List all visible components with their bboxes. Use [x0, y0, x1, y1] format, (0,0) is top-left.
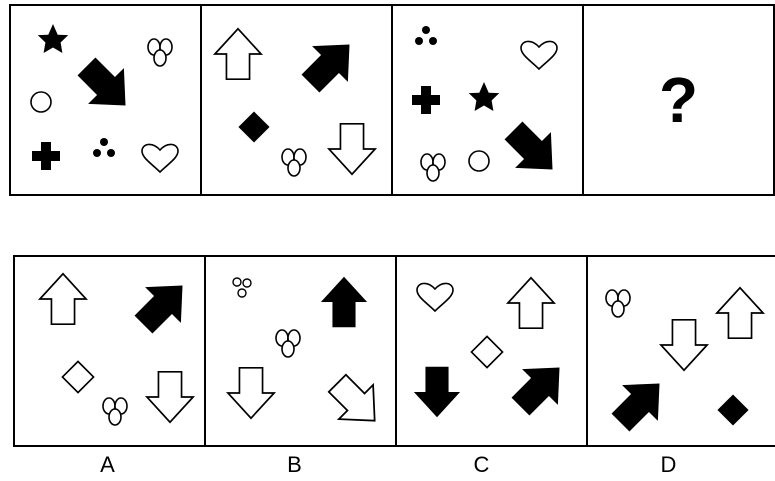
solid-arrow-up-right-icon	[292, 26, 368, 102]
option-d-panel[interactable]	[586, 255, 775, 447]
solid-plus-icon	[412, 86, 440, 114]
diamond-outline-icon	[470, 335, 504, 369]
circle-outline-icon	[468, 150, 490, 172]
solid-plus-icon	[32, 142, 60, 170]
solid-arrow-down-right-icon	[68, 48, 144, 124]
trefoil-outline-icon	[605, 289, 631, 318]
outline-arrow-down-icon	[227, 366, 275, 420]
heart-outline-icon	[520, 40, 558, 70]
outline-arrow-down-icon	[146, 370, 194, 424]
question-panel-2	[200, 4, 393, 196]
question-row: ?	[9, 4, 775, 196]
solid-arrow-up-right-icon	[602, 365, 678, 441]
option-b-panel[interactable]	[204, 255, 397, 447]
question-panel-unknown: ?	[582, 4, 775, 196]
solid-dots-icon	[415, 26, 437, 45]
solid-star-icon	[468, 82, 500, 111]
outline-arrow-up-icon	[507, 276, 555, 330]
heart-outline-icon	[141, 143, 179, 173]
outline-arrow-down-icon	[328, 122, 376, 176]
dots-outline-icon	[232, 277, 252, 298]
question-mark: ?	[658, 64, 699, 136]
option-c-figures	[413, 276, 578, 425]
solid-arrow-up-right-icon	[502, 349, 578, 425]
outline-arrow-down-icon	[660, 318, 708, 372]
outline-arrow-up-icon	[716, 286, 764, 340]
solid-diamond-icon	[717, 394, 749, 426]
options-row	[13, 255, 775, 447]
panel-2-figures	[214, 26, 376, 177]
option-b-figures	[227, 276, 393, 439]
panel-1-figures	[30, 24, 179, 173]
option-c-panel[interactable]	[395, 255, 588, 447]
option-a-panel[interactable]	[13, 255, 206, 447]
outline-arrow-up-icon	[214, 27, 262, 81]
question-panel-1	[9, 4, 202, 196]
outline-arrow-down-right-icon	[319, 365, 393, 439]
option-c-label[interactable]: C	[473, 452, 490, 477]
panel-3-figures	[412, 26, 571, 188]
trefoil-outline-icon	[147, 38, 173, 67]
solid-arrow-down-right-icon	[495, 112, 571, 188]
trefoil-outline-icon	[420, 153, 446, 182]
solid-star-icon	[37, 24, 69, 53]
option-d-label[interactable]: D	[660, 452, 677, 477]
outline-arrow-up-icon	[39, 272, 87, 326]
question-panel-3	[391, 4, 584, 196]
option-a-label[interactable]: A	[100, 452, 115, 477]
option-b-label[interactable]: B	[287, 452, 302, 477]
option-labels: A B C D	[13, 452, 763, 478]
circle-outline-icon	[30, 91, 52, 113]
solid-dots-icon	[93, 138, 115, 157]
trefoil-outline-icon	[281, 148, 307, 177]
solid-arrow-up-icon	[320, 276, 368, 328]
option-a-figures	[39, 267, 201, 426]
solid-arrow-up-right-icon	[125, 267, 201, 343]
solid-diamond-icon	[238, 111, 270, 143]
trefoil-outline-icon	[275, 329, 301, 358]
solid-arrow-down-icon	[413, 366, 461, 418]
heart-outline-icon	[416, 282, 454, 312]
option-d-figures	[602, 286, 764, 441]
trefoil-outline-icon	[102, 397, 128, 426]
diamond-outline-icon	[61, 360, 95, 394]
